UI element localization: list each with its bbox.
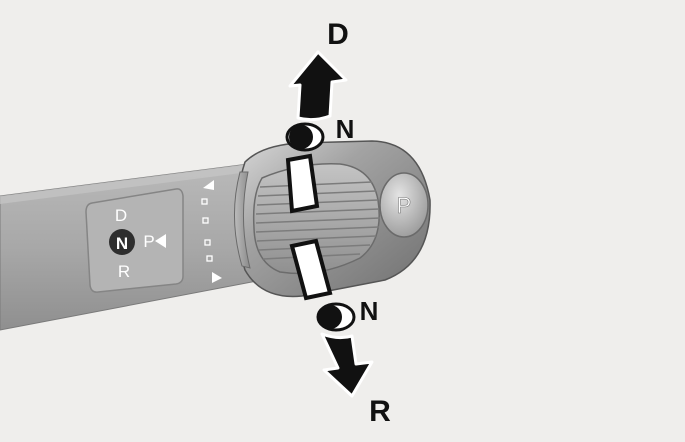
park-button-label: P	[397, 193, 412, 218]
panel-park-arrow-icon	[155, 234, 166, 248]
position-markers	[201, 180, 222, 283]
arrow-down-to-reverse-icon	[320, 332, 374, 398]
panel-label-p: P	[143, 232, 154, 251]
park-button	[379, 172, 429, 238]
panel-label-r: R	[118, 262, 130, 281]
callout-drive: D	[327, 18, 349, 51]
panel-label-d: D	[115, 206, 127, 225]
arrow-up-to-drive-icon	[288, 50, 348, 122]
rotation-path-lower	[289, 238, 333, 301]
gear-indicator-panel: D N P R	[85, 188, 184, 293]
callout-neutral-upper: N	[336, 114, 355, 144]
neutral-position-marker-lower	[316, 302, 356, 332]
panel-label-n: N	[116, 234, 128, 253]
callout-reverse: R	[369, 395, 391, 428]
callout-neutral-lower: N	[360, 296, 379, 326]
rotation-path-upper	[285, 153, 320, 214]
panel-neutral-indicator	[109, 229, 135, 255]
rotary-shift-knob: P	[234, 140, 431, 298]
neutral-position-marker-upper	[285, 122, 325, 152]
